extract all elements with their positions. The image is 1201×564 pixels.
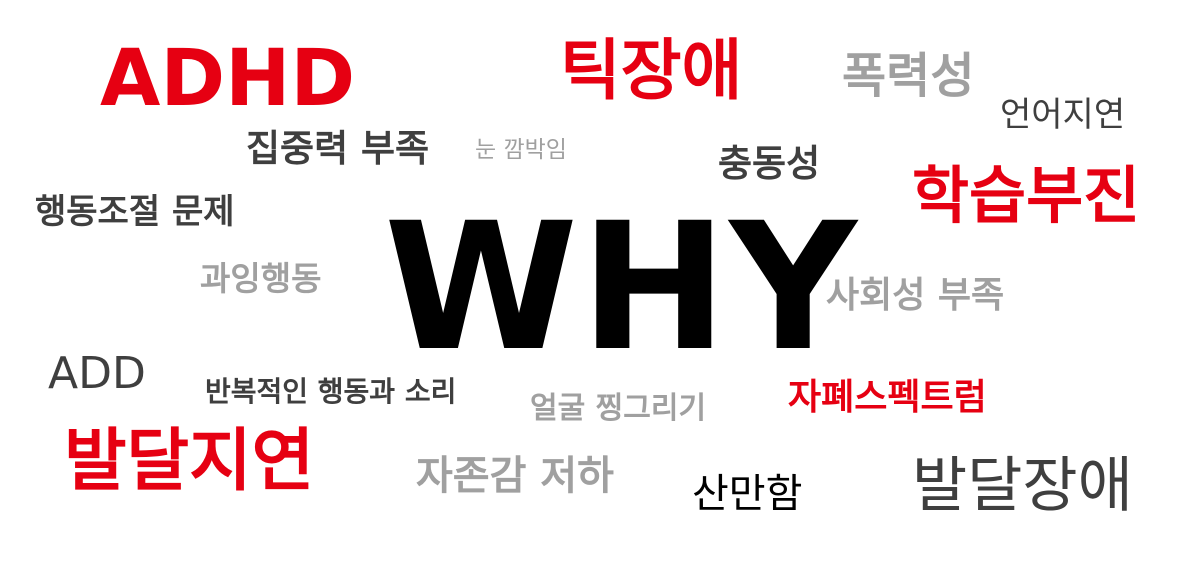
word-self-esteem: 자존감 저하 [416, 453, 614, 499]
word-violence: 폭력성 [842, 48, 975, 104]
word-dev-disorder: 발달장애 [912, 451, 1133, 521]
word-adhd: ADHD [100, 34, 356, 124]
word-speech-delay: 언어지연 [1000, 95, 1126, 135]
word-dev-delay: 발달지연 [64, 422, 315, 501]
word-add: ADD [48, 348, 146, 399]
word-tic: 틱장애 [560, 32, 743, 109]
word-blinking: 눈 깜박임 [475, 137, 567, 163]
word-attention: 집중력 부족 [246, 127, 430, 170]
word-learning: 학습부진 [912, 159, 1141, 232]
word-distraction: 산만함 [692, 471, 803, 517]
word-grimace: 얼굴 찡그리기 [530, 391, 707, 426]
word-social: 사회성 부족 [826, 275, 1005, 316]
word-autism: 자폐스펙트럼 [788, 377, 987, 418]
word-repetitive: 반복적인 행동과 소리 [205, 375, 457, 408]
word-behavior-ctrl: 행동조절 문제 [35, 192, 235, 232]
word-why: WHY [384, 185, 859, 390]
word-impulsivity: 충동성 [718, 142, 821, 185]
word-hyperactivity: 과잉행동 [200, 259, 322, 298]
